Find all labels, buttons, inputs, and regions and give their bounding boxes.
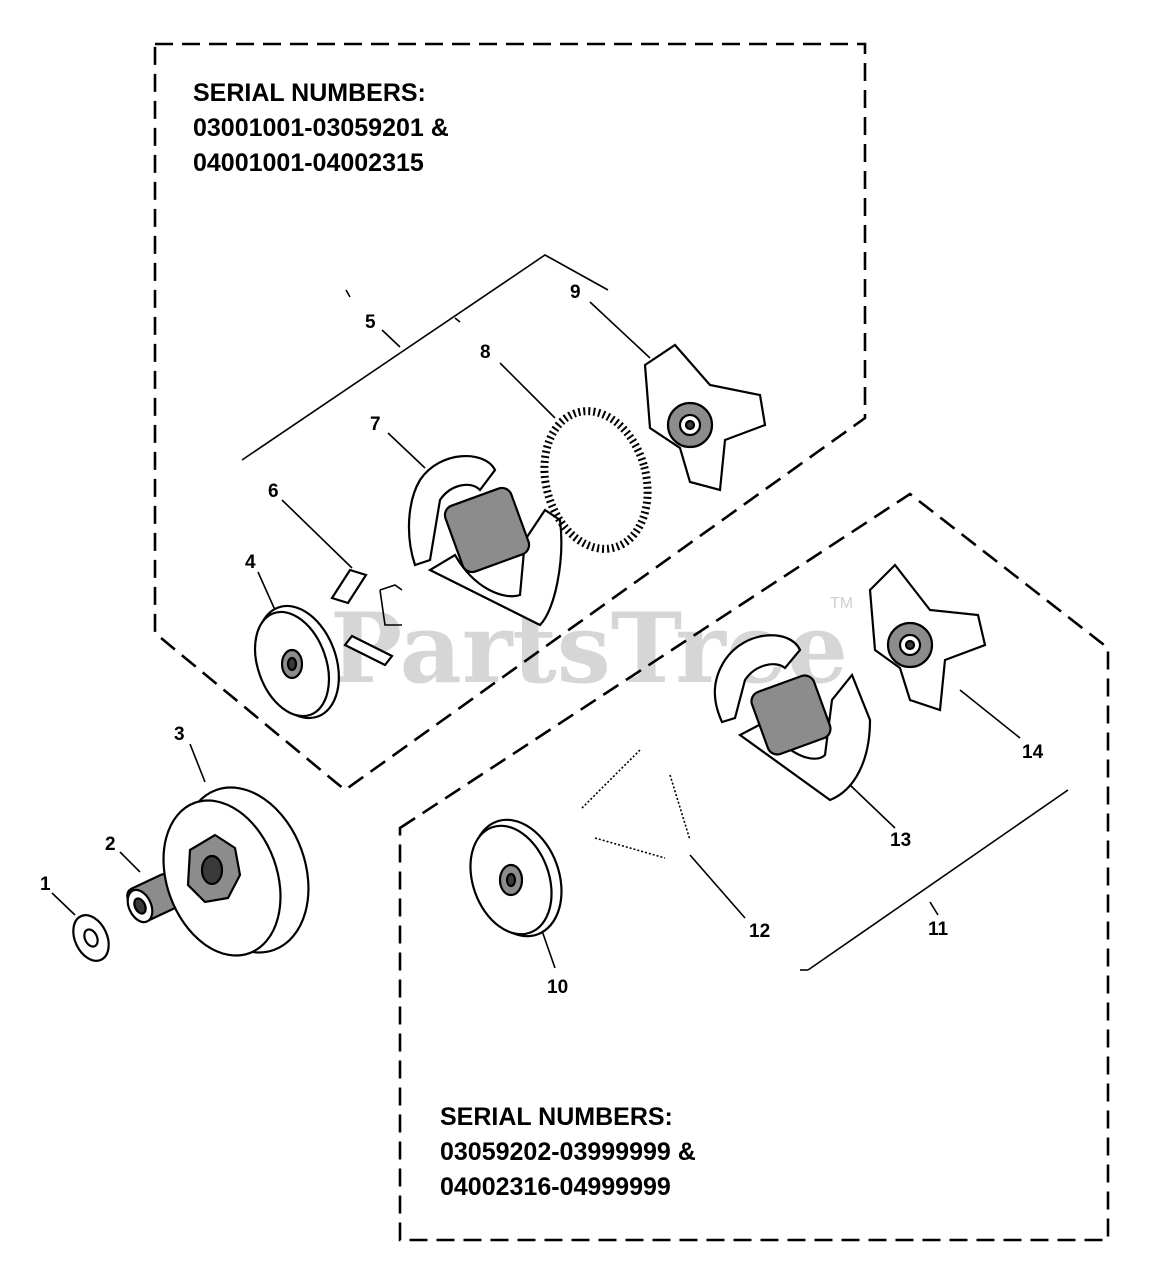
part-clutch-hub-bottom	[868, 563, 987, 712]
callout-10: 10	[547, 977, 568, 998]
serial-numbers-top: SERIAL NUMBERS: 03001001-03059201 & 0400…	[193, 76, 449, 181]
part-clutch-hub-top	[643, 343, 767, 492]
callout-6: 6	[268, 481, 279, 502]
serial-bottom-line2: 04002316-04999999	[440, 1173, 671, 1201]
callout-3: 3	[174, 724, 185, 745]
serial-top-heading: SERIAL NUMBERS:	[193, 79, 426, 107]
callout-12: 12	[749, 921, 770, 942]
part-clutch-shoes-bottom	[713, 634, 872, 802]
callout-4: 4	[245, 552, 256, 573]
callout-11: 11	[928, 919, 949, 940]
part-spring-ring	[540, 407, 652, 553]
serial-bottom-heading: SERIAL NUMBERS:	[440, 1103, 673, 1131]
watermark-trademark: TM	[830, 595, 853, 612]
callout-13: 13	[890, 830, 911, 851]
bracket-11	[800, 789, 1069, 971]
part-clutch-plate-top	[253, 604, 340, 720]
part-springs	[581, 749, 691, 859]
part-clutch-plate-bottom	[469, 818, 563, 938]
callout-8: 8	[480, 342, 491, 363]
serial-top-line2: 04001001-04002315	[193, 149, 424, 177]
bracket-5	[241, 254, 609, 461]
part-clutch-drum	[162, 786, 310, 957]
part-clips	[330, 568, 403, 667]
part-clutch-shoes-top	[407, 454, 563, 627]
serial-top-line1: 03001001-03059201 &	[193, 114, 449, 142]
callout-7: 7	[370, 414, 381, 435]
serial-numbers-bottom: SERIAL NUMBERS: 03059202-03999999 & 0400…	[440, 1100, 696, 1205]
part-washer	[72, 914, 110, 962]
group-box-top	[153, 42, 867, 792]
serial-bottom-line1: 03059202-03999999 &	[440, 1138, 696, 1166]
callout-1: 1	[40, 874, 51, 895]
callout-2: 2	[105, 834, 116, 855]
callout-9: 9	[570, 282, 581, 303]
callout-5: 5	[365, 312, 376, 333]
group-box-bottom	[398, 492, 1110, 1242]
callout-14: 14	[1022, 742, 1044, 763]
